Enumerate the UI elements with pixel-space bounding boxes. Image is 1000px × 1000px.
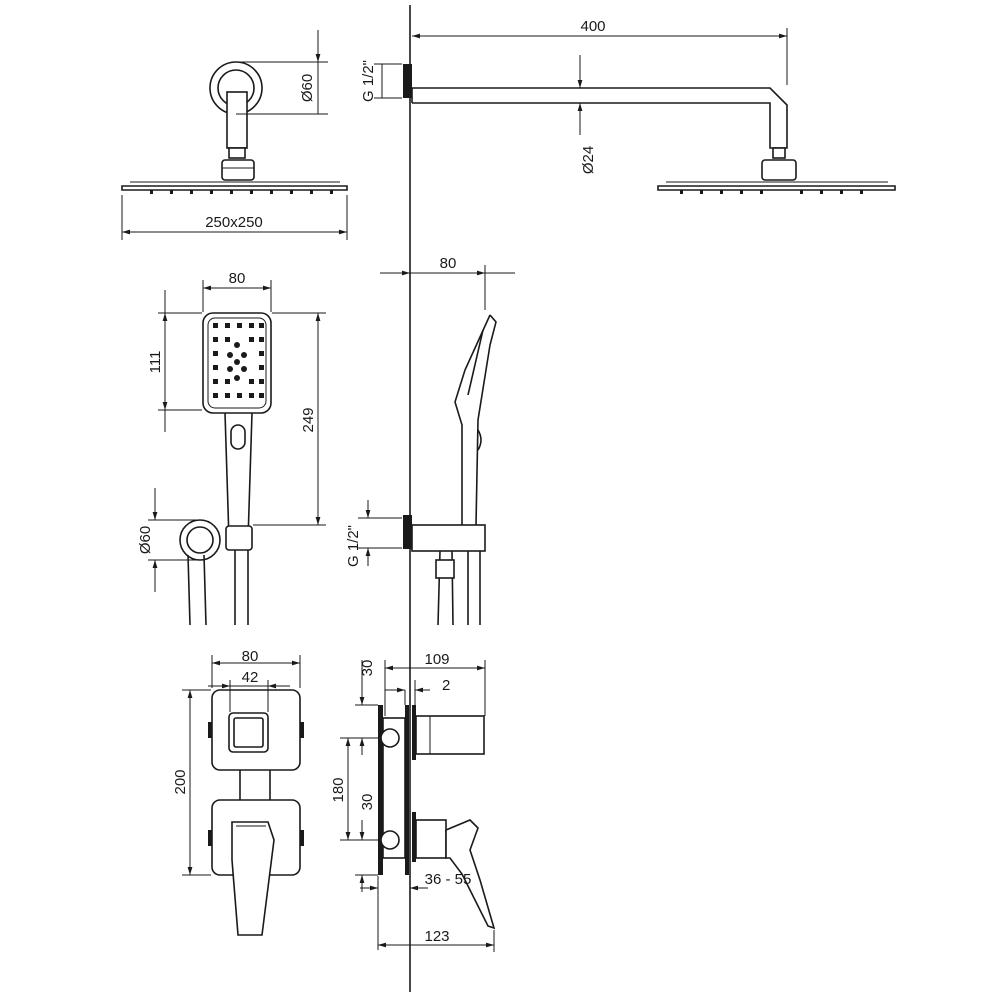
- spray-nozzles: [213, 323, 264, 398]
- dim-hand-total-height: 249: [253, 312, 326, 526]
- dim-hand-depth: 80: [380, 255, 515, 310]
- dim-top-offset: 30: [355, 660, 380, 755]
- rain-head-front-view: [121, 61, 348, 194]
- dim-arm-length: 400: [412, 18, 788, 85]
- rain-arm-side-view: [403, 64, 896, 194]
- dim-thread-mid: G 1/2": [345, 500, 402, 567]
- dim-label: Ø60: [299, 74, 316, 102]
- dim-hand-width: 80: [202, 270, 272, 312]
- dim-label: G 1/2": [360, 60, 377, 102]
- hand-shower-front-view: [179, 312, 272, 626]
- dim-label: 80: [242, 648, 259, 665]
- dim-label: Ø24: [580, 146, 597, 174]
- dim-label: Ø60: [137, 526, 154, 554]
- dim-holder-diameter: Ø60: [137, 488, 200, 592]
- hand-shower-side-view: [403, 314, 497, 626]
- dim-label: 111: [147, 351, 164, 374]
- dim-label: 30: [359, 660, 376, 677]
- dim-mixer-width: 80: [211, 648, 301, 688]
- dim-axis-distance: 180: [330, 737, 380, 841]
- dim-mixer-depth: 109: [384, 651, 486, 716]
- dim-head-size: 250x250: [121, 195, 348, 240]
- dim-label: 249: [300, 407, 317, 432]
- dim-label: 400: [580, 18, 605, 35]
- dim-thread-top: G 1/2": [360, 60, 402, 102]
- dim-mixer-height: 200: [172, 689, 211, 876]
- dim-hand-head-height: 111: [147, 290, 202, 432]
- dim-label: 109: [424, 651, 449, 668]
- dim-label: 30: [359, 794, 376, 811]
- dim-bottom-offset: 30: [355, 794, 378, 892]
- dim-label: 200: [172, 769, 189, 794]
- dim-label: 80: [229, 270, 246, 287]
- dim-label: 2: [442, 677, 450, 694]
- dim-arm-diameter: Ø24: [577, 55, 597, 174]
- dim-flange-top: Ø60: [236, 30, 328, 115]
- dim-label: 180: [330, 777, 347, 802]
- dim-plate-gap: 2: [385, 677, 450, 705]
- dim-label: 80: [440, 255, 457, 272]
- dim-label: G 1/2": [345, 525, 362, 567]
- dim-knob-width: 42: [208, 669, 290, 712]
- dim-label: 123: [424, 928, 449, 945]
- dim-install-depth: 36 - 55: [360, 871, 471, 950]
- mixer-side-view: [378, 705, 496, 930]
- mixer-front-view: [208, 689, 304, 936]
- dim-total-depth: 123: [378, 928, 495, 952]
- dim-label: 36 - 55: [425, 871, 472, 888]
- dim-label: 42: [242, 669, 259, 686]
- dim-label: 250x250: [205, 214, 263, 231]
